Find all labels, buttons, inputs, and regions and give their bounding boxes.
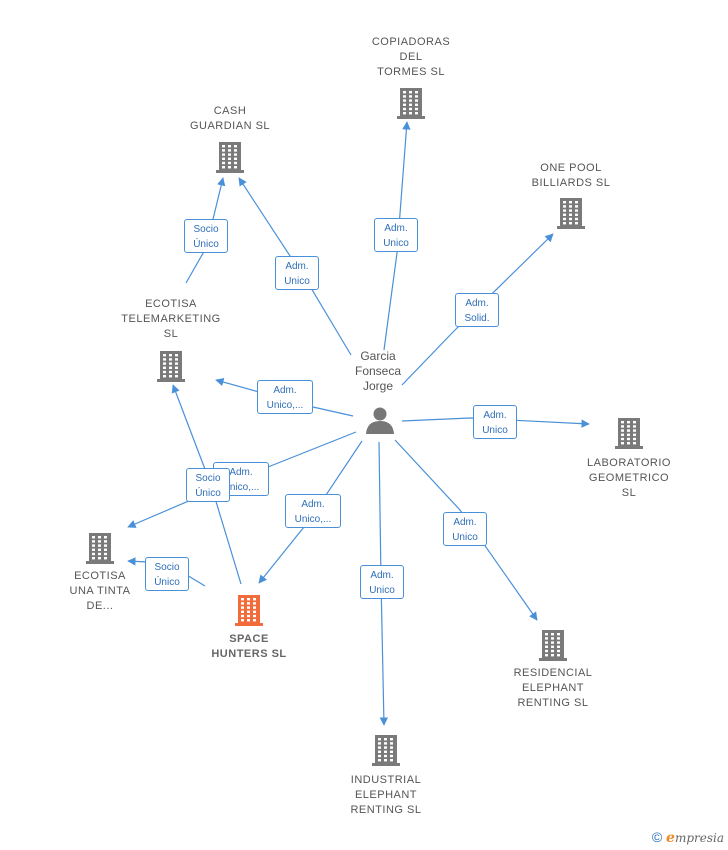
company-icon-unatinta[interactable] [86, 533, 114, 564]
person-icon[interactable] [366, 407, 394, 435]
edge-person-copiadoras [383, 121, 411, 351]
company-label-onepool[interactable]: ONE POOL BILLIARDS SL [531, 162, 611, 189]
copyright-icon: © [651, 829, 663, 845]
company-icon-industrial[interactable] [372, 735, 400, 766]
edge-label-person-laboratorio[interactable]: Adm. Unico [473, 405, 517, 439]
brand-initial: e [666, 830, 675, 846]
company-icon-copiadoras[interactable] [397, 88, 425, 119]
company-icon-laboratorio[interactable] [615, 418, 643, 449]
edge-label-person-cash[interactable]: Adm. Unico [275, 256, 319, 290]
person-label[interactable]: Garcia Fonseca Jorge [354, 349, 402, 393]
company-icon-space[interactable] [235, 595, 263, 626]
brand-footer: © empresia [652, 829, 724, 846]
company-label-industrial[interactable]: INDUSTRIAL ELEPHANT RENTING SL [350, 774, 422, 816]
edge-label-person-onepool[interactable]: Adm. Solid. [455, 293, 499, 327]
company-label-laboratorio[interactable]: LABORATORIO GEOMETRICO SL [587, 457, 671, 499]
company-icon-onepool[interactable] [557, 198, 585, 229]
edge-person-residencial [394, 439, 538, 621]
edge-label-person-residencial[interactable]: Adm. Unico [443, 512, 487, 546]
edge-label-person-space[interactable]: Adm. Unico,... [285, 494, 341, 528]
company-label-copiadoras[interactable]: COPIADORAS DEL TORMES SL [371, 36, 451, 78]
edge-person-telemarketing [215, 377, 354, 417]
company-label-residencial[interactable]: RESIDENCIAL ELEPHANT RENTING SL [513, 667, 593, 709]
company-label-cash[interactable]: CASH GUARDIAN SL [189, 105, 271, 132]
edge-person-onepool [401, 233, 554, 386]
company-label-telemarketing[interactable]: ECOTISA TELEMARKETING SL [121, 298, 221, 340]
company-label-space[interactable]: SPACE HUNTERS SL [211, 633, 287, 660]
edge-label-person-industrial[interactable]: Adm. Unico [360, 565, 404, 599]
edge-label-person-copiadoras[interactable]: Adm. Unico [374, 218, 418, 252]
edge-label-telemarketing-cash[interactable]: Socio Único [184, 219, 228, 253]
company-icon-telemarketing[interactable] [157, 351, 185, 382]
edge-label-space-unatinta[interactable]: Socio Único [145, 557, 189, 591]
edge-person-laboratorio [401, 417, 590, 428]
edge-label-space-telemarketing[interactable]: Socio Único [186, 468, 230, 502]
brand-name: mpresia [674, 831, 724, 845]
company-label-unatinta[interactable]: ECOTISA UNA TINTA DE... [69, 570, 131, 612]
edge-label-person-telemarketing[interactable]: Adm. Unico,... [257, 380, 313, 414]
company-icon-cash[interactable] [216, 142, 244, 173]
company-icon-residencial[interactable] [539, 630, 567, 661]
